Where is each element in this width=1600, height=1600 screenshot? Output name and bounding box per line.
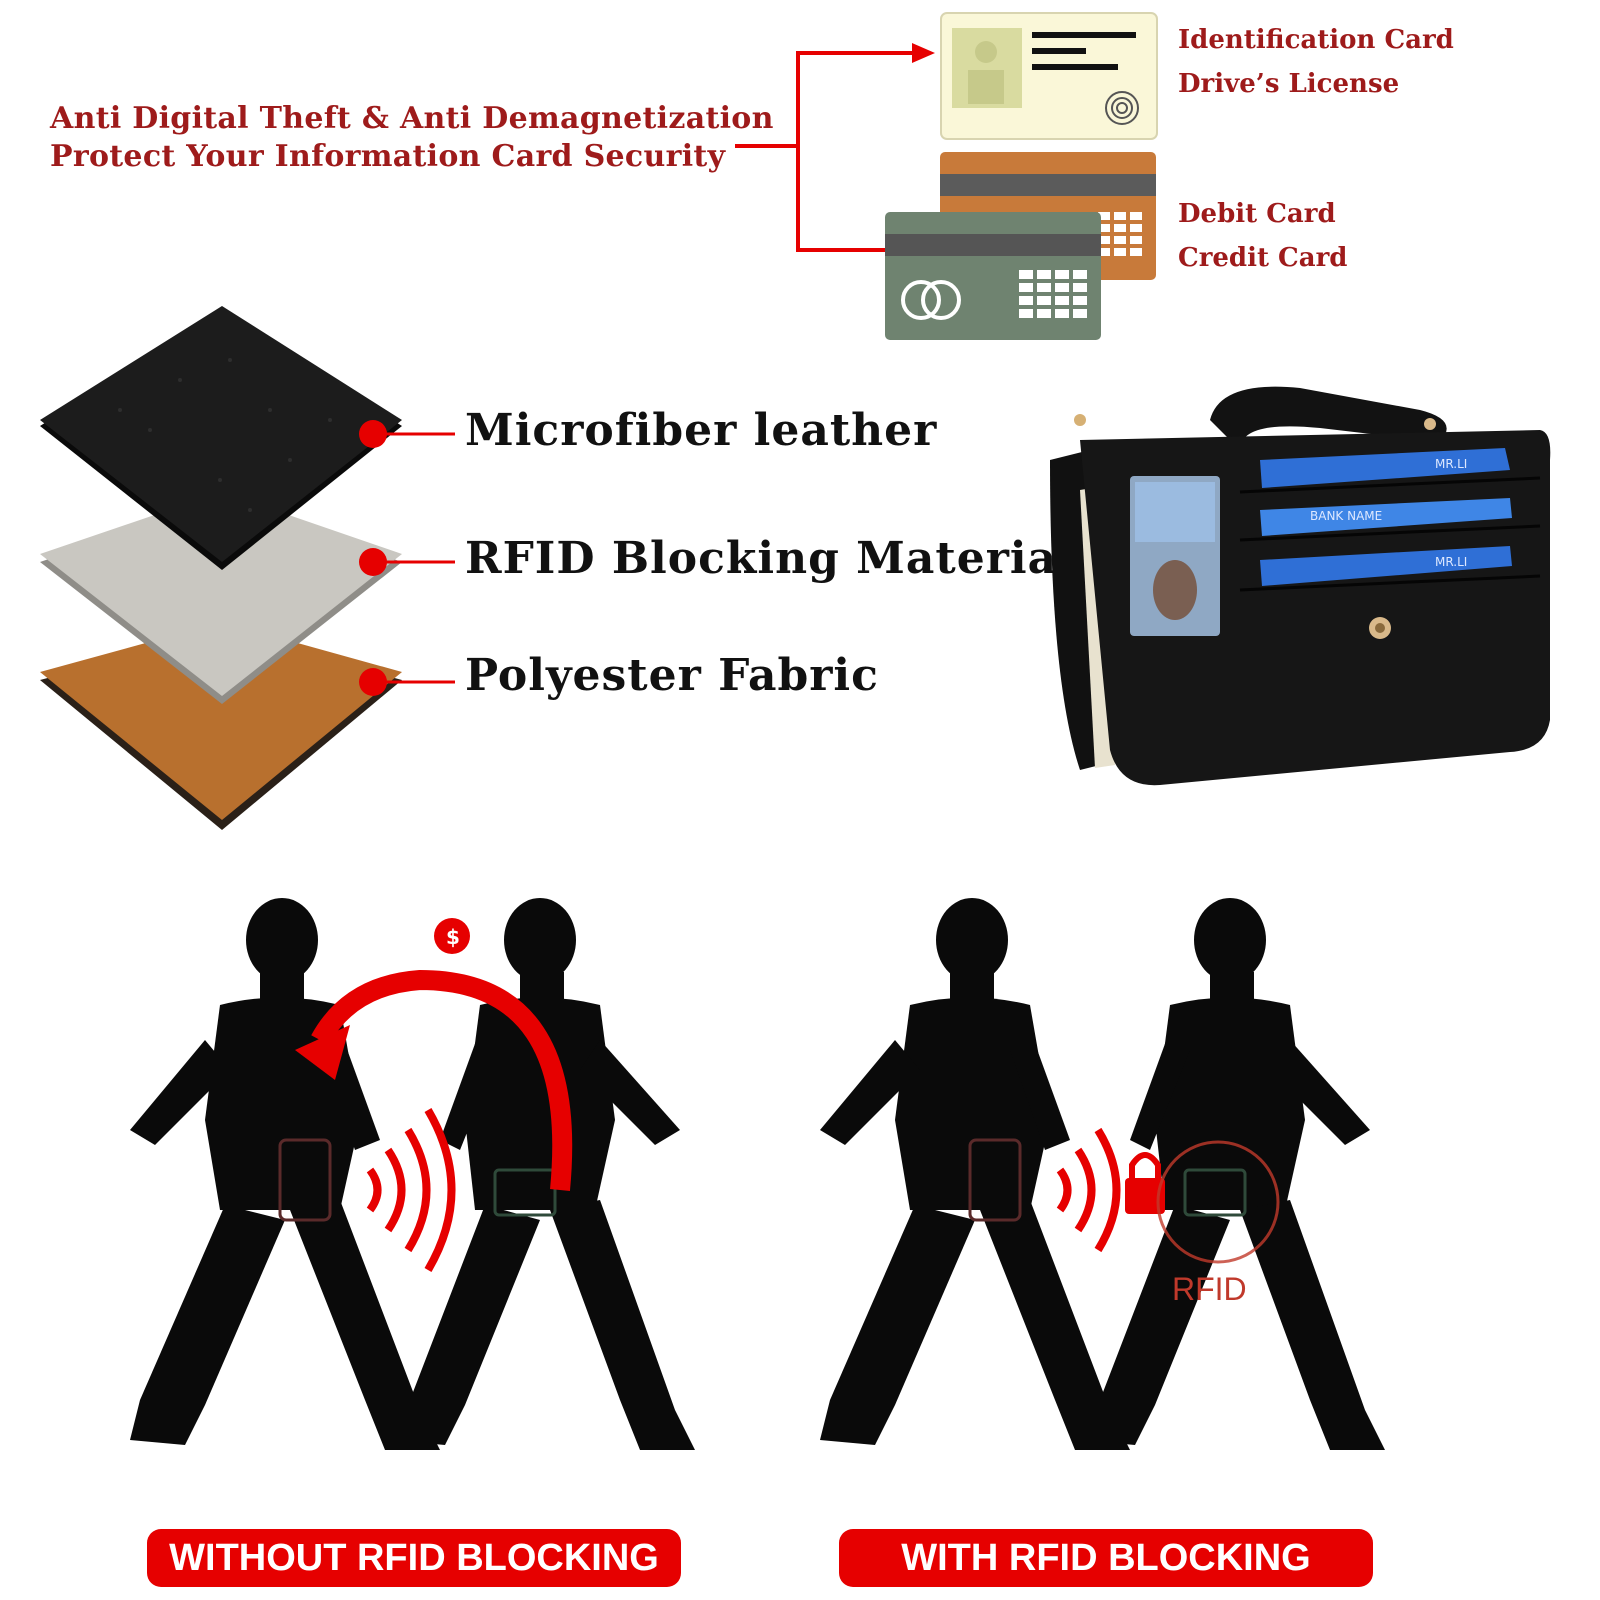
license-label: Drive’s License bbox=[1178, 69, 1400, 99]
credit-card-icon bbox=[885, 212, 1101, 340]
credit-card-label: Credit Card bbox=[1178, 243, 1348, 273]
layer-label-polyester: Polyester Fabric bbox=[465, 650, 879, 701]
id-card-label: Identification Card bbox=[1178, 25, 1454, 55]
without-rfid-banner: WITHOUT RFID BLOCKING bbox=[147, 1529, 681, 1587]
layer-label-rfid: RFID Blocking Material bbox=[465, 533, 1075, 584]
headline: Anti Digital Theft & Anti Demagnetizatio… bbox=[50, 100, 774, 176]
with-rfid-banner: WITH RFID BLOCKING bbox=[839, 1529, 1373, 1587]
rfid-shield-text: RFID bbox=[1172, 1271, 1247, 1307]
debit-card-label: Debit Card bbox=[1178, 199, 1336, 229]
id-card-icon bbox=[940, 12, 1158, 140]
svg-text:$: $ bbox=[446, 925, 460, 949]
headline-line-2: Protect Your Information Card Security bbox=[50, 139, 726, 174]
material-layers-illustration bbox=[40, 306, 402, 830]
wallet-image: MR.LI BANK NAME MR.LI bbox=[1050, 386, 1551, 786]
wallet-card-text-3: MR.LI bbox=[1435, 555, 1467, 569]
card-label-id: Identification Card Drive’s License bbox=[1178, 18, 1454, 106]
layer-label-microfiber: Microfiber leather bbox=[465, 405, 938, 456]
card-label-bank: Debit Card Credit Card bbox=[1178, 192, 1347, 280]
headline-line-1: Anti Digital Theft & Anti Demagnetizatio… bbox=[50, 101, 774, 136]
wallet-card-text-1: MR.LI bbox=[1435, 457, 1467, 471]
without-rfid-illustration: $ bbox=[130, 898, 695, 1450]
with-rfid-illustration: RFID bbox=[820, 898, 1385, 1450]
layer-pointers bbox=[359, 420, 455, 696]
wallet-card-text-2: BANK NAME bbox=[1310, 509, 1382, 523]
